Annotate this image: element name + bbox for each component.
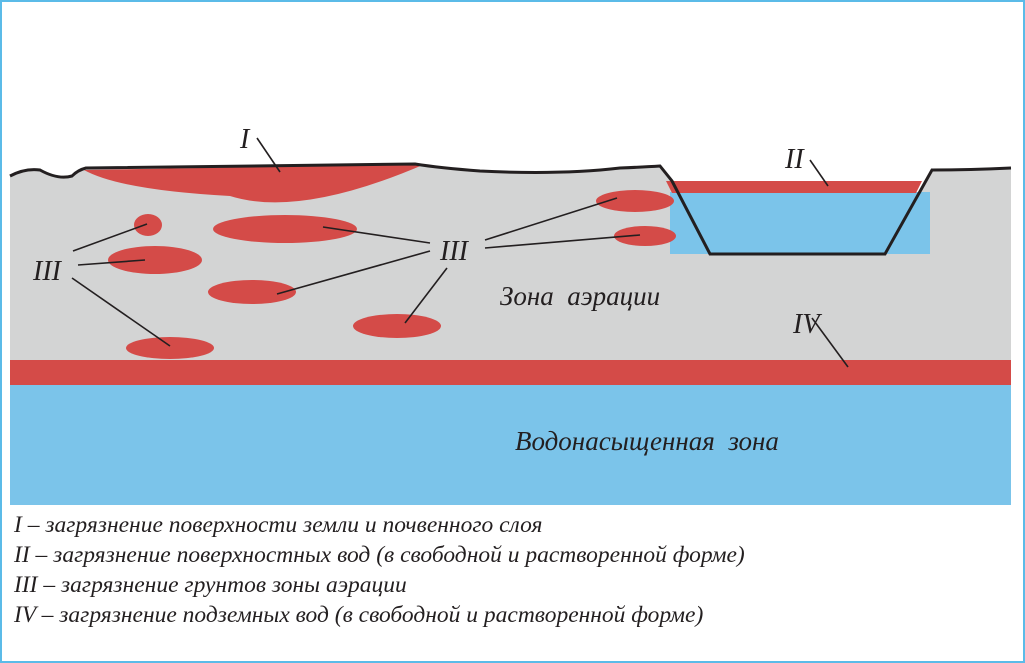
label-ii: II [784, 144, 805, 175]
leader-lines [71, 137, 849, 368]
groundwater-contamination-band [10, 360, 1011, 385]
legend-item-iv: IV – загрязнение подземных вод (в свобод… [14, 602, 704, 628]
label-iii-left: III [32, 256, 63, 287]
legend-item-ii: II – загрязнение поверхностных вод (в св… [14, 542, 745, 568]
lens [134, 214, 162, 236]
lens [614, 226, 676, 246]
legend: I – загрязнение поверхности земли и почв… [14, 510, 745, 630]
ground-surface-line [9, 162, 1012, 256]
surface-water-contamination-band [666, 181, 922, 193]
lens [596, 190, 674, 212]
label-iii-center: III [439, 236, 470, 267]
lens [108, 246, 202, 274]
aeration-zone-label: Зона аэрации [500, 281, 660, 311]
aeration-zone [10, 164, 1011, 362]
legend-item-i: I – загрязнение поверхности земли и почв… [14, 512, 543, 538]
surface-soil-contamination-lens [84, 164, 425, 203]
lens [353, 314, 441, 338]
saturated-zone [10, 384, 1011, 505]
lens [213, 215, 357, 243]
saturated-zone-label: Водонасыщенная зона [515, 426, 779, 456]
label-i: I [239, 124, 251, 155]
label-iv: IV [792, 309, 822, 340]
aeration-zone-lenses [108, 190, 676, 359]
lens [126, 337, 214, 359]
pond-water [670, 192, 930, 254]
lens [208, 280, 296, 304]
legend-item-iii: III – загрязнение грунтов зоны аэрации [14, 572, 407, 598]
